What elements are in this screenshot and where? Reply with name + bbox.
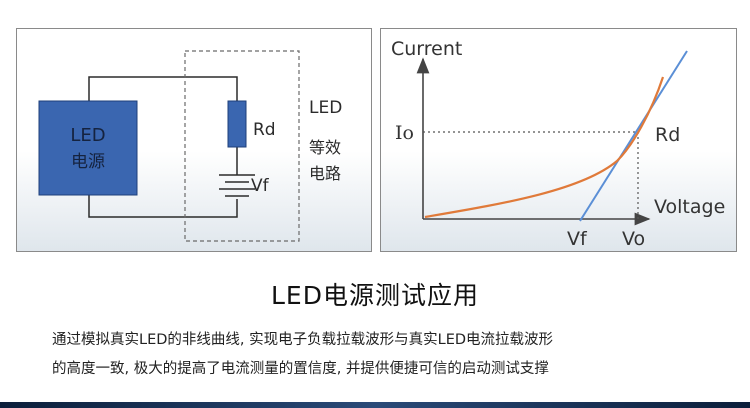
equiv-label-circuit: 电路	[309, 164, 341, 183]
led-equivalent-circuit-panel: LED 电源 Rd Vf LED 等效 电路	[16, 28, 372, 252]
voltage-label: Vf	[251, 176, 270, 196]
bottom-accent-bar	[0, 402, 750, 408]
top-wire	[88, 76, 238, 101]
led-power-source-box	[38, 100, 138, 196]
bottom-wire	[88, 195, 238, 218]
source-label-power: 电源	[71, 152, 105, 172]
rd-point-label: Rd	[655, 124, 680, 146]
x-axis-label: Voltage	[654, 196, 725, 218]
iv-diagram: Current Voltage Io Rd Vf Vo	[391, 38, 725, 250]
voltage-source-vf	[219, 174, 255, 197]
resistor-label: Rd	[253, 120, 276, 140]
io-label: Io	[395, 122, 414, 144]
vf-label: Vf	[567, 228, 588, 250]
y-axis-label: Current	[391, 38, 462, 60]
equiv-label-equivalent: 等效	[309, 138, 341, 157]
led-iv-curve	[424, 76, 665, 219]
description-line-2: 的高度一致, 极大的提高了电流测量的置信度, 并提供便捷可信的启动测试支撑	[52, 361, 549, 377]
description-line-1: 通过模拟真实LED的非线曲线, 实现电子负载拉载波形与真实LED电流拉载波形	[52, 332, 554, 348]
page-heading: LED电源测试应用	[271, 281, 479, 310]
led-equivalent-boundary	[184, 50, 300, 242]
source-label-led: LED	[70, 125, 105, 146]
circuit-diagram: LED 电源 Rd Vf LED 等效 电路	[38, 50, 342, 242]
vo-label: Vo	[622, 228, 645, 250]
rd-tangent-line	[579, 50, 688, 222]
equiv-label-led: LED	[309, 98, 342, 118]
iv-characteristic-panel: Current Voltage Io Rd Vf Vo	[380, 28, 737, 252]
resistor-rd	[227, 100, 247, 148]
